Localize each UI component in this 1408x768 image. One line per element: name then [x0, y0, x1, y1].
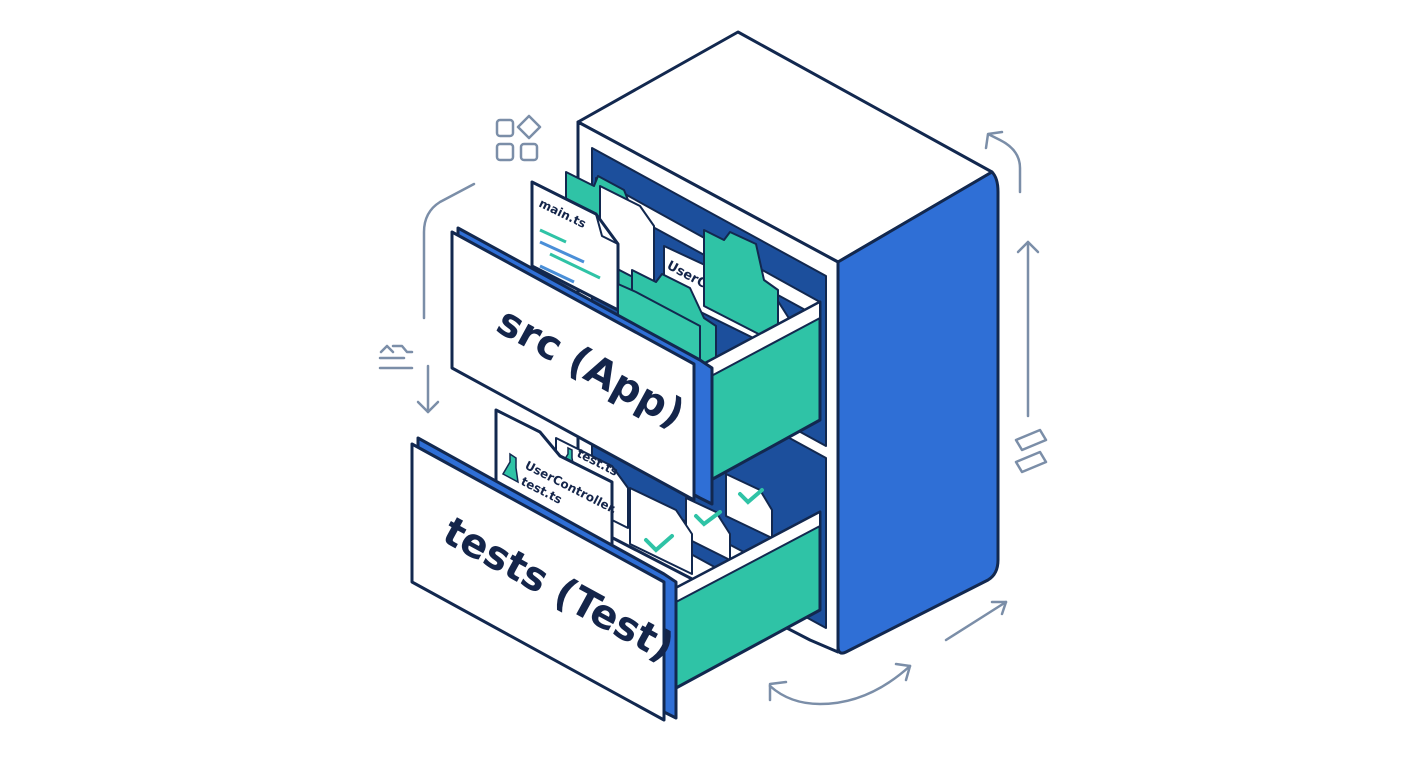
file-user-controller-test: UserController. test.ts: [494, 408, 620, 550]
file-main: main.ts: [530, 180, 620, 312]
up-arrow-icon: [1016, 240, 1040, 418]
grid-icon: [495, 114, 542, 162]
down-arrow-icon: [416, 364, 440, 414]
diagonal-arrow-icon: [944, 600, 1008, 642]
code-icon: [539, 228, 601, 284]
bottom-curved-arrow-icon: [768, 662, 912, 706]
drawer-src: UserController.ts main.ts: [450, 171, 822, 506]
link-icon: [1014, 428, 1048, 474]
flask-icon: [501, 452, 519, 484]
top-right-arrow-icon: [984, 130, 1022, 194]
left-bracket-arrow: [422, 182, 476, 320]
folder-teal-right: [703, 229, 779, 345]
check-doc-3: [725, 473, 773, 539]
sort-icon: [378, 344, 414, 370]
check-doc-1: [629, 487, 693, 575]
drawer-tests: test.ts UserController. test.ts: [410, 408, 822, 722]
